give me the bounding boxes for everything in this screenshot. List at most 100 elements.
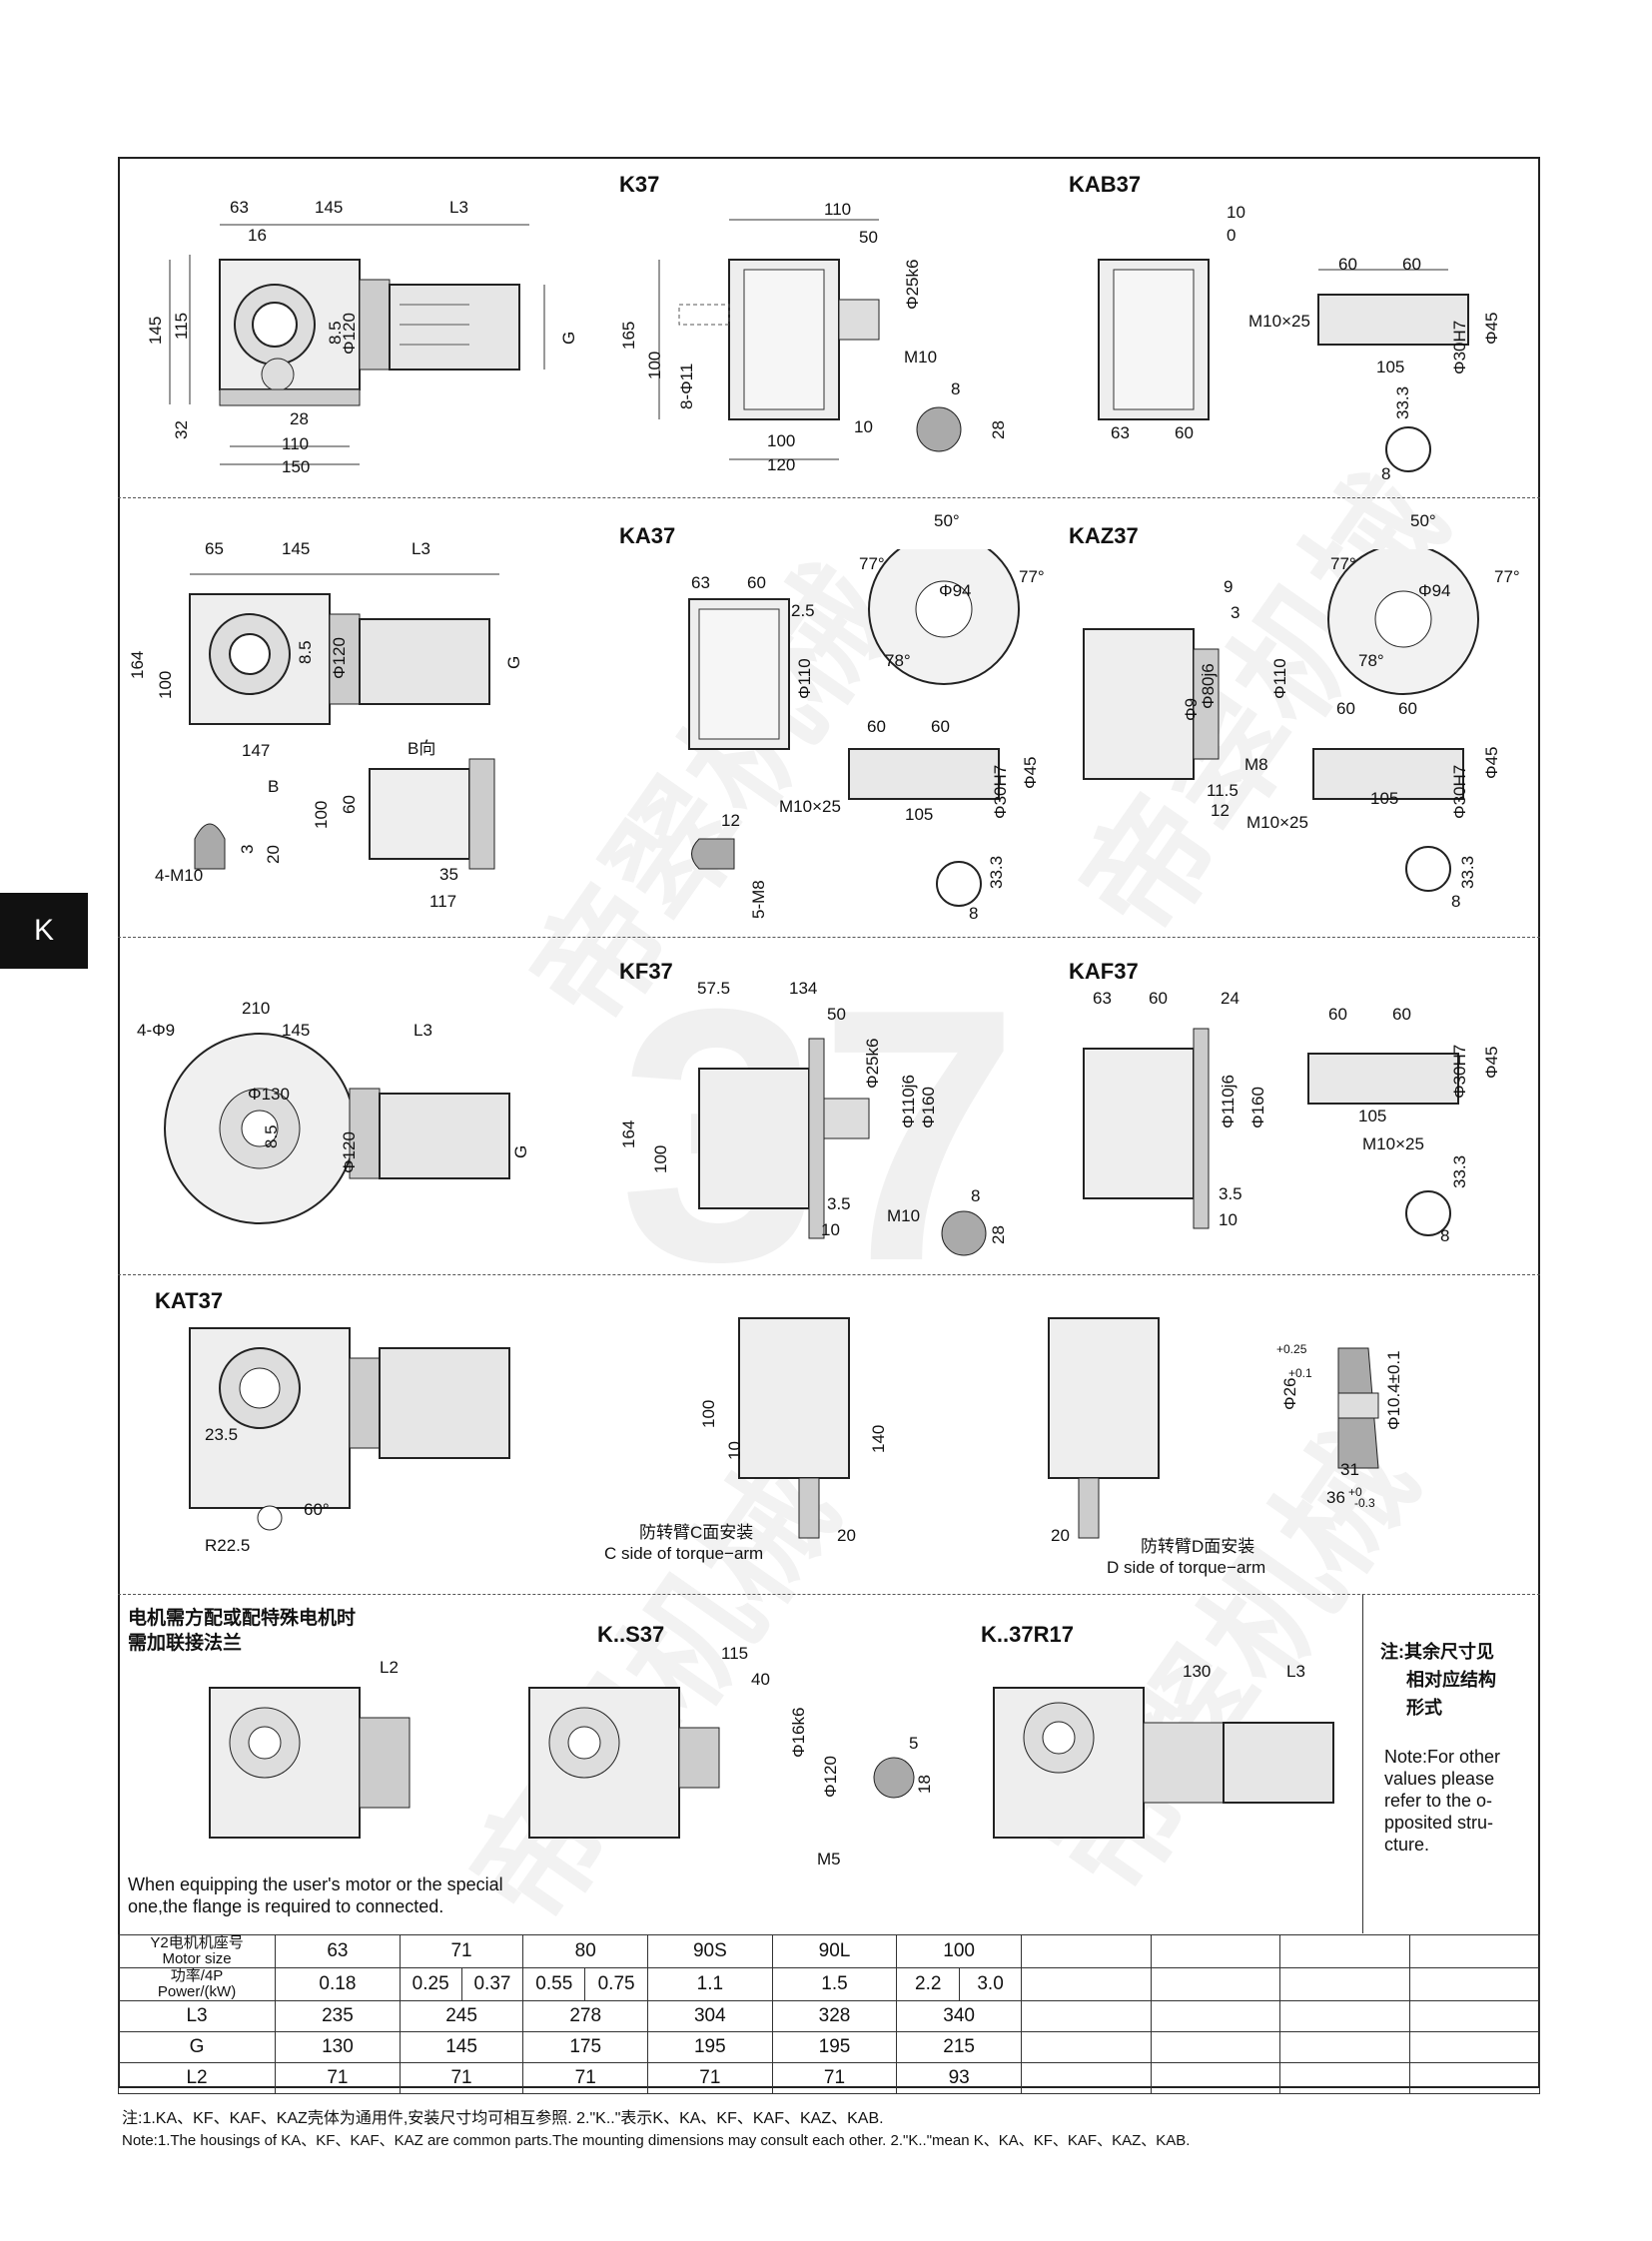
dim: 77° xyxy=(1494,567,1520,586)
caption-d-side-cn: 防转臂D面安装 xyxy=(1141,1537,1255,1556)
dim: 145 xyxy=(282,1021,311,1040)
dim: 20 xyxy=(264,845,283,864)
dim: 23.5 xyxy=(205,1425,239,1444)
dim: 100 xyxy=(651,1144,670,1173)
dim: 32 xyxy=(172,420,191,439)
dim: 100 xyxy=(645,351,664,379)
dim: 4-Φ9 xyxy=(137,1021,176,1040)
dim: Φ45 xyxy=(1482,1046,1501,1079)
table-cell xyxy=(1279,1967,1411,2001)
dim: 5-M8 xyxy=(749,880,768,919)
dim: 150 xyxy=(282,457,311,476)
dim: 4-M10 xyxy=(155,866,204,885)
flange-note-cn-line: 电机需方配或配特殊电机时 xyxy=(128,1608,357,1629)
table-cell: 2.2 xyxy=(896,1967,961,2001)
dim: M8 xyxy=(1244,755,1268,774)
dim: 33.3 xyxy=(1393,385,1412,419)
table-cell: 245 xyxy=(399,2000,524,2032)
table-cell: 71 xyxy=(275,2062,401,2094)
table-cell: 71 xyxy=(522,2062,649,2094)
remark-cn-line: 相对应结构 xyxy=(1406,1670,1496,1690)
dim: M10×25 xyxy=(1248,312,1310,331)
caption-c-side-en: C side of torque−arm xyxy=(604,1544,764,1563)
dim: Φ80j6 xyxy=(1199,663,1218,709)
dim: 105 xyxy=(905,805,934,824)
title-ka37: KA37 xyxy=(619,523,676,548)
dim: 2.5 xyxy=(791,601,815,620)
table-cell: 0.18 xyxy=(275,1967,401,2001)
dim: 8 xyxy=(971,1186,981,1205)
dim: 105 xyxy=(1358,1107,1387,1125)
dim: Φ45 xyxy=(1482,746,1501,779)
table-cell xyxy=(1409,1934,1540,1968)
row-separator xyxy=(118,1594,1540,1595)
remark-en-line: refer to the o- xyxy=(1384,1791,1493,1811)
dim: 63 xyxy=(230,198,249,217)
dim: Φ30H7 xyxy=(1450,1044,1469,1099)
dim: +0 xyxy=(1348,1485,1362,1499)
title-kaz37: KAZ37 xyxy=(1069,523,1139,548)
drawing-kf37-front xyxy=(639,999,1009,1258)
table-cell: 0.37 xyxy=(460,1967,524,2001)
dim: 60 xyxy=(1175,423,1194,442)
dim: 3 xyxy=(1231,603,1240,622)
dim: L3 xyxy=(412,539,430,558)
drawing-kat37-c-side xyxy=(689,1308,889,1558)
drawing-ka37-front xyxy=(639,549,1059,929)
dim: 0 xyxy=(1227,226,1237,245)
dim: 78° xyxy=(885,651,911,670)
header-cn: 功率/4P xyxy=(170,1967,224,1984)
remark-en-line: cture. xyxy=(1384,1835,1430,1855)
remark-en-line: pposited stru- xyxy=(1384,1813,1494,1833)
table-cell: 0.75 xyxy=(584,1967,649,2001)
dim: 33.3 xyxy=(987,855,1006,889)
dim: G xyxy=(504,655,523,669)
flange-note-en-line: When equipping the user's motor or the s… xyxy=(128,1874,503,1894)
table-row: L3 235 245 278 304 328 340 xyxy=(117,2000,1540,2032)
dim: 130 xyxy=(1183,1662,1212,1681)
table-cell: 340 xyxy=(896,2000,1022,2032)
table-cell xyxy=(1150,1934,1281,1968)
dim: 40 xyxy=(751,1670,770,1689)
table-cell: 1.5 xyxy=(771,1967,898,2001)
table-cell: 3.0 xyxy=(959,1967,1022,2001)
dim: 140 xyxy=(869,1424,888,1453)
flange-note-cn: 电机需方配或配特殊电机时 需加联接法兰 xyxy=(128,1606,356,1656)
footnote-en: Note:1.The housings of KA、KF、KAF、KAZ are… xyxy=(122,2132,1191,2149)
dim: 12 xyxy=(1211,801,1230,820)
dim: +0.25 xyxy=(1276,1342,1307,1356)
dim: 60 xyxy=(931,717,950,736)
dim: 36 xyxy=(1326,1488,1345,1507)
dim: 16 xyxy=(248,226,267,245)
dim: R22.5 xyxy=(205,1536,251,1555)
note-divider xyxy=(1362,1594,1363,1933)
dim: 147 xyxy=(242,741,271,760)
table-cell xyxy=(1020,2031,1152,2063)
dim: 115 xyxy=(721,1644,749,1663)
dim: Φ16k6 xyxy=(789,1707,808,1758)
dim: 20 xyxy=(837,1526,856,1545)
dim: 63 xyxy=(691,573,710,592)
dim: 145 xyxy=(315,198,344,217)
dim: Φ130 xyxy=(248,1085,290,1104)
dim: 100 xyxy=(767,431,796,450)
dim: Φ120 xyxy=(821,1756,840,1798)
table-cell: 175 xyxy=(522,2031,649,2063)
dim: 57.5 xyxy=(697,979,731,998)
dim: 105 xyxy=(1376,358,1405,376)
drawing-kaz37 xyxy=(1074,549,1523,929)
table-cell xyxy=(1409,2000,1540,2032)
drawing-kat37-d-side xyxy=(1039,1308,1239,1558)
table-cell xyxy=(1279,2031,1411,2063)
table-cell: 63 xyxy=(275,1934,401,1968)
drawing-k37r17 xyxy=(984,1678,1353,1848)
dim: 78° xyxy=(1358,651,1384,670)
dim: 145 xyxy=(146,316,165,345)
dim: G xyxy=(559,331,578,345)
dim: Φ10.4±0.1 xyxy=(1384,1350,1403,1430)
table-cell: 0.55 xyxy=(522,1967,586,2001)
